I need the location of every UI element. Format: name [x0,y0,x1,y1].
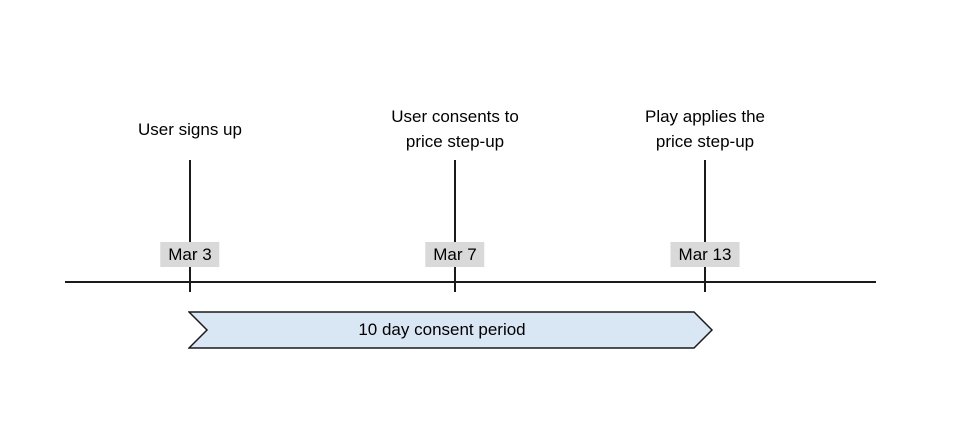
event-connector-line [454,160,456,292]
event-connector-line [704,160,706,292]
event-date-badge: Mar 13 [670,242,740,267]
banner-label: 10 day consent period [358,320,526,339]
chevron-arrow-shape [188,311,714,349]
event-connector-line [189,160,191,292]
event-label: Play applies the price step-up [644,107,766,151]
chevron-arrow-path [188,311,714,349]
consent-period-banner: 10 day consent period [188,310,714,350]
event-label: User signs up [138,120,242,139]
event-date-badge: Mar 3 [160,242,220,267]
event-date-badge: Mar 7 [425,242,485,267]
timeline-axis [65,281,876,283]
event-label: User consents to price step-up [391,107,519,151]
